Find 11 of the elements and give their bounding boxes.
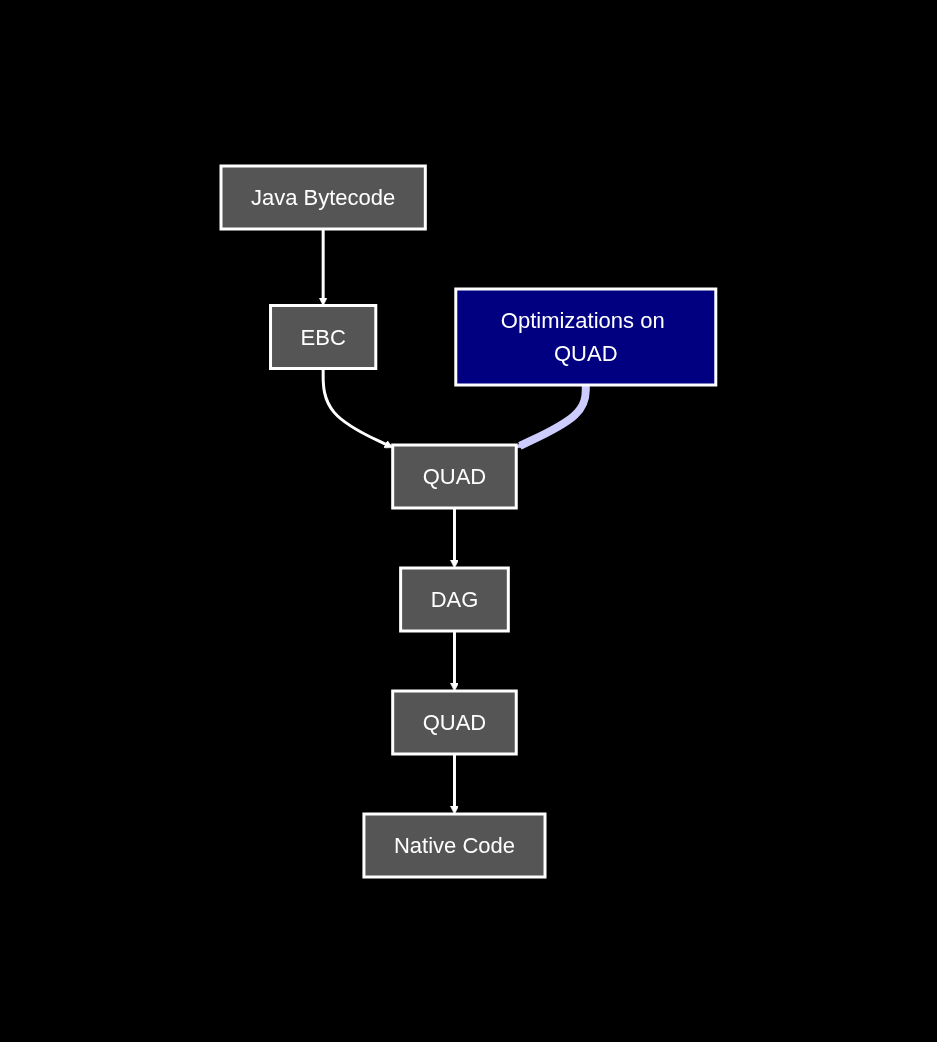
- node-box: Optimizations on QUAD: [454, 287, 718, 386]
- arrow: [450, 507, 459, 568]
- node-box: EBC: [269, 303, 378, 370]
- node-box: Native Code: [362, 812, 547, 878]
- node-box: QUAD: [391, 443, 518, 509]
- arrow: [450, 753, 459, 814]
- arrow: [318, 228, 328, 306]
- node-box: QUAD: [391, 689, 518, 755]
- arrow: [450, 630, 459, 691]
- node-box: DAG: [399, 566, 510, 632]
- node-box: Java Bytecode: [219, 164, 427, 230]
